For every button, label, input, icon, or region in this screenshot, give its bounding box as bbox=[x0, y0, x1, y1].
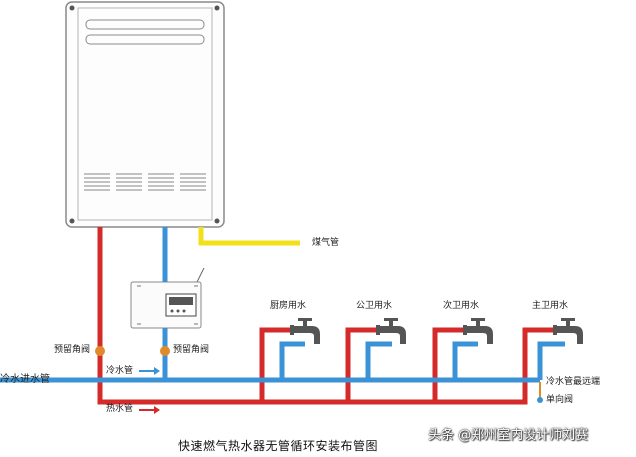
reserved-valve-left-label: 预留角阀 bbox=[54, 345, 91, 355]
hot-flow-arrow-icon bbox=[139, 406, 160, 414]
reserved-valve-left-icon bbox=[95, 346, 105, 356]
circulation-controller bbox=[130, 267, 205, 329]
hot-pipe-label: 热水管 bbox=[106, 404, 134, 414]
heater-screw-icon bbox=[69, 218, 75, 224]
heater-screw-icon bbox=[214, 5, 220, 11]
fixture-label-kitchen: 厨房用水 bbox=[270, 301, 307, 311]
reserved-valve-right-label: 预留角阀 bbox=[173, 345, 210, 355]
cold-flow-arrow-icon bbox=[139, 367, 160, 375]
gas-pipe bbox=[198, 227, 300, 246]
water-heater bbox=[65, 1, 225, 228]
fixture-label-master-bath: 主卫用水 bbox=[532, 301, 569, 311]
cold-inlet-label: 冷水进水管 bbox=[0, 374, 50, 385]
faucet-master-bath-icon bbox=[553, 318, 583, 344]
hot-water-pipes bbox=[97, 227, 555, 405]
reserved-valve-right-icon bbox=[160, 346, 170, 356]
fixture-label-public-bath: 公卫用水 bbox=[356, 301, 393, 311]
check-valve-label: 单向阀 bbox=[546, 395, 574, 405]
heater-screw-icon bbox=[214, 218, 220, 224]
faucet-public-bath-icon bbox=[376, 318, 406, 344]
cold-pipe-label: 冷水管 bbox=[106, 366, 134, 376]
faucet-second-bath-icon bbox=[463, 318, 493, 344]
check-valve-icon bbox=[537, 397, 543, 403]
heater-vent-grille bbox=[84, 173, 206, 191]
watermark: 头条 @郑州室内设计师刘赛 bbox=[428, 428, 589, 443]
heater-screw-icon bbox=[69, 5, 75, 11]
cold-water-pipes bbox=[0, 227, 565, 383]
fixture-label-second-bath: 次卫用水 bbox=[443, 301, 480, 311]
diagram-title: 快速燃气热水器无管循环安装布管图 bbox=[178, 439, 379, 453]
faucet-kitchen-icon bbox=[290, 318, 320, 344]
cold-far-end-label: 冷水管最远端 bbox=[546, 377, 601, 387]
gas-pipe-label: 煤气管 bbox=[312, 238, 340, 248]
